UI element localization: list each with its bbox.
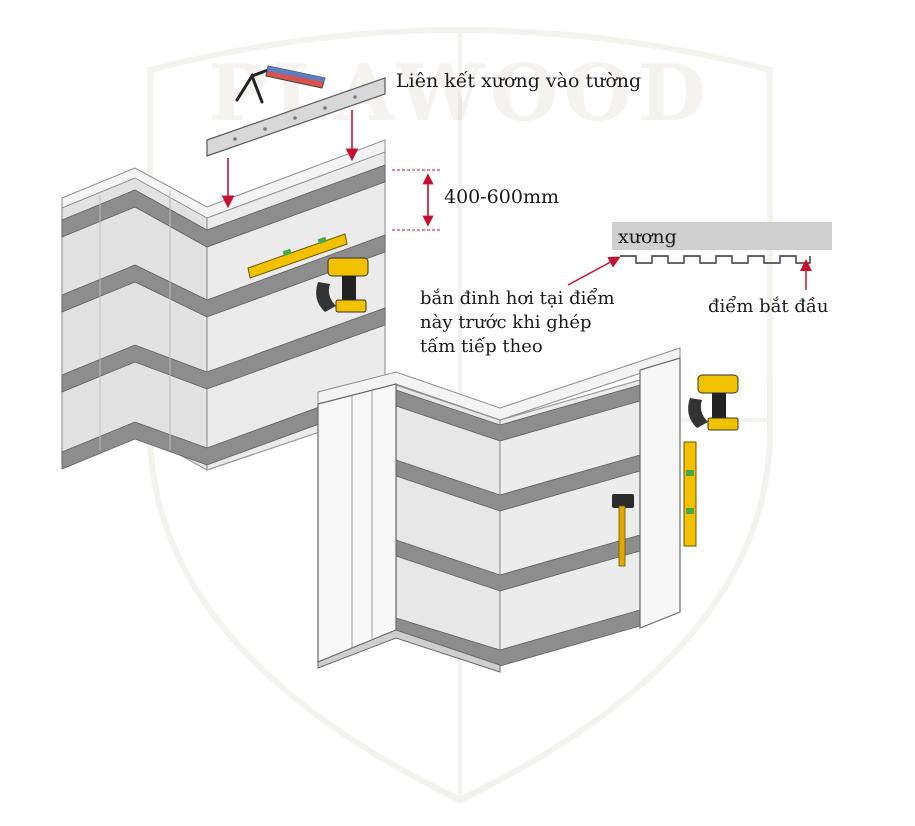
label-attach-frame: Liên kết xương vào tường xyxy=(396,70,642,92)
frame-strip-top xyxy=(206,77,386,157)
frame-profile-bar xyxy=(612,222,832,250)
label-nail-note-line2: này trước khi ghép xyxy=(420,312,592,333)
nail-gun-icon xyxy=(316,257,369,313)
spacing-dimension xyxy=(392,169,440,231)
frame-profile-detail xyxy=(567,222,832,290)
vertical-spirit-level-icon xyxy=(683,441,697,547)
arrow-nail-point xyxy=(567,256,621,286)
right-wall xyxy=(317,347,681,673)
label-nail-note-line3: tấm tiếp theo xyxy=(420,336,543,357)
label-nail-note-line1: bắn đinh hơi tại điểm xyxy=(420,288,615,309)
frame-profile-wave xyxy=(620,255,811,264)
cladding-panel-right xyxy=(639,357,681,629)
label-spacing: 400-600mm xyxy=(444,186,559,208)
label-start-point: điểm bắt đầu xyxy=(708,296,829,317)
spirit-level-icon xyxy=(247,233,348,279)
hammer-icon xyxy=(612,494,634,567)
label-frame: xương xyxy=(618,226,677,248)
caulk-gun-icon xyxy=(235,65,326,104)
cladding-panel-left xyxy=(317,383,397,663)
left-wall-frame-strips xyxy=(61,164,386,470)
nail-gun-right-icon xyxy=(688,374,739,431)
